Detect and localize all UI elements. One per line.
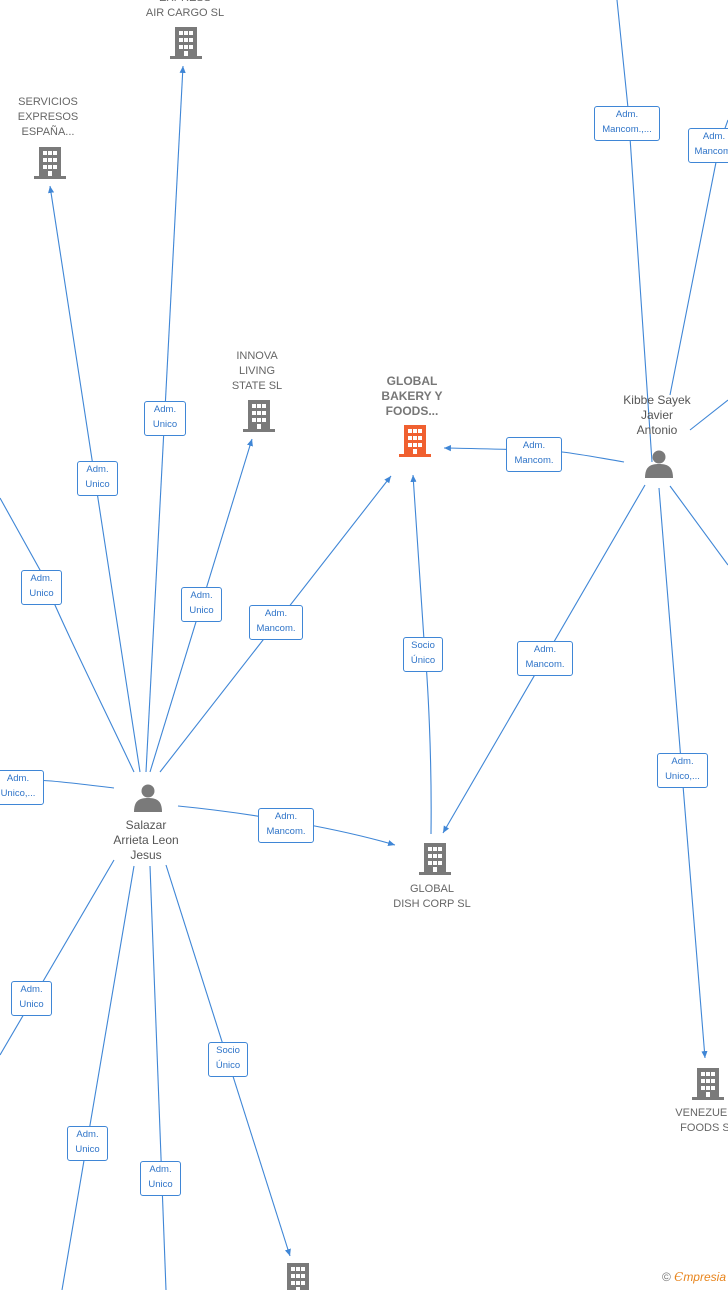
building-icon[interactable]: [282, 1263, 314, 1290]
edge-label[interactable]: Adm. Unico: [11, 981, 52, 1016]
node-label-global-dish[interactable]: GLOBAL DISH CORP SL: [393, 883, 471, 910]
building-icon[interactable]: [419, 843, 451, 875]
edge-label[interactable]: Adm. Mancom.: [688, 128, 728, 163]
node-label-servicios[interactable]: SERVICIOS EXPRESOS ESPAÑA...: [17, 96, 79, 138]
node-label-kibbe[interactable]: Kibbe Sayek Javier Antonio: [623, 393, 691, 437]
edge-label[interactable]: Adm. Mancom.: [258, 808, 314, 843]
copyright-symbol: ©: [661, 1270, 671, 1284]
edge-line: [669, 485, 728, 566]
edge-line: [0, 859, 115, 1056]
edge-line: [689, 399, 728, 431]
edge-label[interactable]: Socio Único: [403, 637, 443, 672]
node-label-venezuela[interactable]: VENEZUELA FOODS SL: [675, 1107, 728, 1134]
edge-label[interactable]: Adm. Mancom.: [249, 605, 303, 640]
building-icon-focus[interactable]: [399, 425, 431, 457]
edge-line: [149, 865, 167, 1290]
node-label-air-cargo[interactable]: EXPRESS AIR CARGO SL: [145, 0, 225, 19]
person-icon[interactable]: [134, 784, 162, 813]
edge-line: [61, 865, 135, 1290]
edge-line: [0, 497, 135, 773]
edge-label[interactable]: Adm. Unico: [181, 587, 222, 622]
edge-label[interactable]: Socio Único: [208, 1042, 248, 1077]
edge-label[interactable]: Adm. Mancom.,...: [594, 106, 660, 141]
brand-logo-e: Є: [674, 1270, 684, 1284]
node-label-global-bakery[interactable]: GLOBAL BAKERY Y FOODS...: [381, 374, 443, 418]
edge-label[interactable]: Adm. Unico: [140, 1161, 181, 1196]
edge-label[interactable]: Adm. Unico: [77, 461, 118, 496]
brand-watermark: © Єmpresia: [662, 1270, 726, 1284]
person-icon[interactable]: [645, 450, 673, 479]
node-label-salazar[interactable]: Salazar Arrieta Leon Jesus: [113, 818, 179, 862]
building-icon[interactable]: [243, 400, 275, 432]
edge-label[interactable]: Adm. Unico: [144, 401, 186, 436]
edge-label[interactable]: Adm. Unico,...: [0, 770, 44, 805]
edge-label[interactable]: Adm. Unico: [21, 570, 62, 605]
building-icon[interactable]: [34, 147, 66, 179]
edge-label[interactable]: Adm. Mancom.: [506, 437, 562, 472]
edge-label[interactable]: Adm. Unico,...: [657, 753, 708, 788]
building-icon[interactable]: [170, 27, 202, 59]
brand-name: mpresia: [683, 1270, 726, 1284]
edge-label[interactable]: Adm. Mancom.: [517, 641, 573, 676]
building-icon[interactable]: [692, 1068, 724, 1100]
edge-label[interactable]: Adm. Unico: [67, 1126, 108, 1161]
node-label-innova[interactable]: INNOVA LIVING STATE SL: [231, 350, 283, 392]
